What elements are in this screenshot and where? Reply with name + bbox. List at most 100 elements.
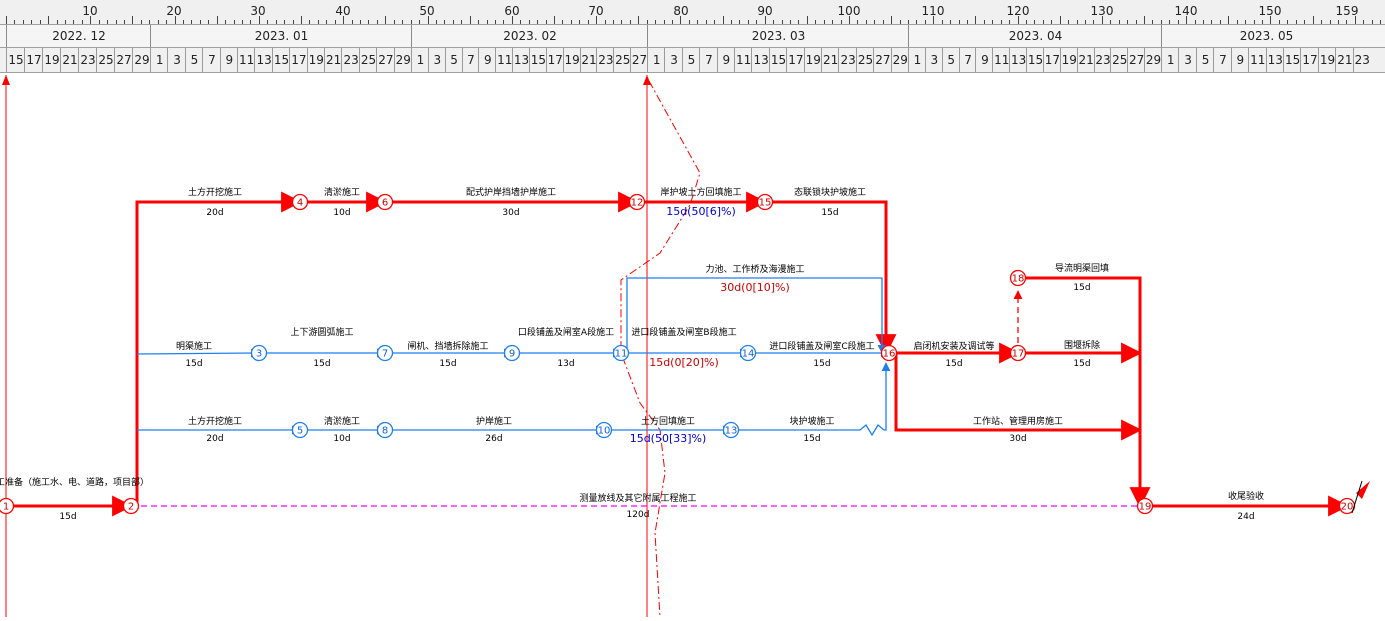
node-14-label: 14 — [742, 349, 755, 360]
tick-mark — [1287, 20, 1288, 24]
node-7-label: 7 — [382, 349, 388, 360]
tick-mark — [1009, 20, 1010, 24]
activity-13-16[interactable] — [731, 362, 891, 437]
day-cell: 19 — [306, 48, 325, 72]
day-tick-label: 50 — [419, 4, 435, 18]
tick-mark — [343, 16, 344, 24]
node-3-circle[interactable] — [250, 344, 268, 362]
tick-mark — [411, 20, 412, 24]
node-12-circle[interactable] — [628, 193, 646, 211]
activity-name: 闸机、挡墙拆除施工 — [407, 340, 488, 352]
node-11-circle[interactable] — [612, 344, 630, 362]
day-tick-label: 60 — [504, 4, 520, 18]
network-diagram[interactable]: 施工准备（施工水、电、道路，项目部）15d土方开挖施工20d清淤施工10d配式护… — [0, 73, 1385, 618]
tick-mark — [950, 20, 951, 24]
tick-mark — [942, 20, 943, 24]
node-4-circle[interactable] — [291, 193, 309, 211]
day-cell: 17 — [545, 48, 564, 72]
day-cell: 11 — [495, 48, 513, 72]
node-16-circle[interactable] — [880, 344, 898, 362]
status-date-arrow-icon — [643, 75, 651, 85]
day-cell: 5 — [184, 48, 203, 72]
tick-mark — [23, 20, 24, 24]
day-cell: 17 — [24, 48, 43, 72]
node-4-label: 4 — [297, 198, 303, 209]
tick-mark — [866, 20, 867, 24]
activity-name: 岸护坡土方回填施工 — [660, 186, 741, 198]
day-cell: 23 — [78, 48, 97, 72]
node-1-circle[interactable] — [0, 497, 15, 515]
node-14-circle[interactable] — [739, 344, 757, 362]
tick-mark — [571, 20, 572, 24]
day-cell: 21 — [1076, 48, 1095, 72]
tick-mark — [503, 20, 504, 24]
tick-mark — [478, 20, 479, 24]
tick-mark — [605, 20, 606, 24]
activity-2-3[interactable] — [136, 348, 260, 358]
node-10-circle[interactable] — [595, 421, 613, 439]
day-tick-label: 130 — [1090, 4, 1114, 18]
node-2-circle[interactable] — [122, 497, 140, 515]
day-cell: 29 — [890, 48, 909, 72]
node-17-circle[interactable] — [1009, 344, 1027, 362]
tick-mark — [959, 20, 960, 24]
day-tick-label: 30 — [250, 4, 266, 18]
activity-duration: 10d — [333, 208, 350, 218]
node-6-circle[interactable] — [376, 193, 394, 211]
tick-mark — [537, 20, 538, 24]
tick-mark — [874, 20, 875, 24]
activity-duration: 15d — [1073, 359, 1090, 369]
tick-mark — [1144, 16, 1145, 24]
tick-mark — [293, 20, 294, 24]
tick-mark — [908, 20, 909, 24]
tick-mark — [183, 20, 184, 24]
activity-progress: 15d(50[6]%) — [666, 205, 736, 218]
tick-mark — [1102, 16, 1103, 24]
tick-mark — [73, 20, 74, 24]
day-cell: 25 — [96, 48, 115, 72]
activity-duration: 30d — [502, 208, 519, 218]
node-8-circle[interactable] — [376, 421, 394, 439]
tick-mark — [1346, 20, 1347, 24]
node-8-label: 8 — [382, 426, 388, 437]
node-13-circle[interactable] — [722, 421, 740, 439]
tick-mark — [1119, 20, 1120, 24]
tick-mark — [259, 16, 260, 24]
activity-name: 清淤施工 — [324, 415, 360, 427]
tick-mark — [175, 16, 176, 24]
node-9-circle[interactable] — [503, 344, 521, 362]
tick-mark — [1018, 16, 1019, 24]
activity-name: 配式护岸挡墙护岸施工 — [466, 186, 556, 198]
tick-mark — [487, 20, 488, 24]
activity-15-16[interactable] — [765, 200, 897, 356]
day-cell: 15 — [1282, 48, 1301, 72]
activity-18-19[interactable] — [1018, 276, 1151, 509]
tick-mark — [984, 20, 985, 24]
node-5-circle[interactable] — [291, 421, 309, 439]
activity-11-16[interactable] — [626, 277, 887, 354]
tick-mark — [723, 16, 724, 24]
tick-mark — [1296, 20, 1297, 24]
day-tick-label: 90 — [757, 4, 773, 18]
activity-name: 土方回填施工 — [641, 415, 695, 427]
day-cell: 9 — [716, 48, 735, 72]
day-cell: 25 — [1110, 48, 1128, 72]
tick-mark — [394, 20, 395, 24]
tick-mark — [680, 16, 681, 24]
day-cell: 23 — [1093, 48, 1112, 72]
node-18-circle[interactable] — [1009, 269, 1027, 287]
activity-16-19[interactable] — [894, 353, 1143, 441]
day-cell: 25 — [613, 48, 631, 72]
activity-name: 清淤施工 — [324, 186, 360, 198]
tick-mark — [48, 16, 49, 24]
activity-duration: 120d — [627, 510, 650, 520]
node-19-circle[interactable] — [1136, 497, 1154, 515]
tick-mark — [1060, 16, 1061, 24]
tick-mark — [309, 20, 310, 24]
node-15-circle[interactable] — [756, 193, 774, 211]
day-tick-label: 150 — [1258, 4, 1282, 18]
node-7-circle[interactable] — [376, 344, 394, 362]
day-tick-label: 140 — [1174, 4, 1198, 18]
